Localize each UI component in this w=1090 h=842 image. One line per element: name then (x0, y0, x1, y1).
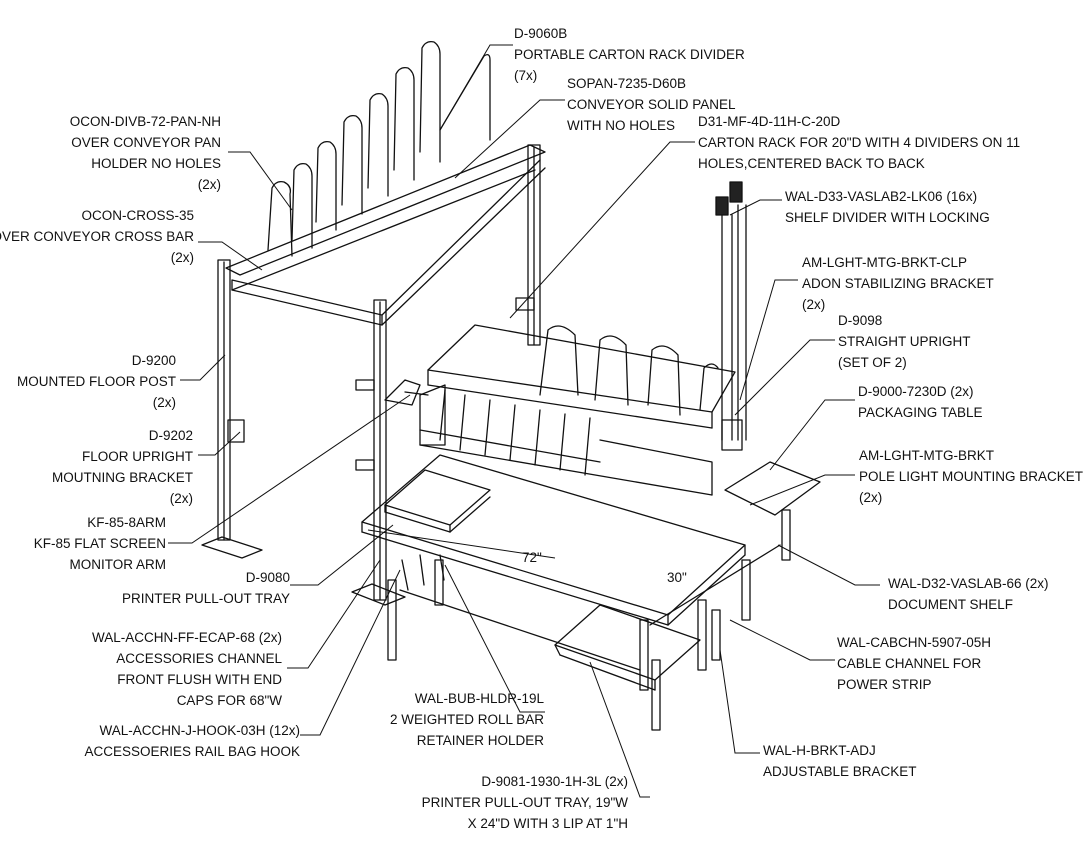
part-description: 2 WEIGHTED ROLL BAR (389, 712, 544, 727)
part-number: KF-85-8ARM (87, 515, 166, 530)
part-description: PRINTER PULL-OUT TRAY, 19"W (421, 795, 628, 810)
part-description: CONVEYOR SOLID PANEL (567, 97, 736, 112)
callout-bag-hook: WAL-ACCHN-J-HOOK-03H (12x) ACCESSOERIES … (84, 720, 300, 762)
part-description: WITH NO HOLES (567, 118, 676, 133)
over-conveyor-frame (201, 144, 546, 606)
callout-stabilizing-bracket: AM-LGHT-MTG-BRKT-CLP ADON STABILIZING BR… (802, 252, 994, 315)
carton-rack-dividers (267, 40, 491, 257)
table-width-dimension: 72" (522, 550, 542, 565)
part-description: SHELF DIVIDER WITH LOCKING (785, 210, 990, 225)
part-quantity: (2x) (802, 297, 826, 312)
part-number: D-9081-1930-1H-3L (2x) (481, 774, 628, 789)
part-description: CAPS FOR 68"W (176, 693, 282, 708)
leader-lines (168, 44, 880, 798)
callout-over-conveyor-pan-holder: OCON-DIVB-72-PAN-NH OVER CONVEYOR PAN HO… (70, 111, 221, 195)
callout-document-shelf: WAL-D32-VASLAB-66 (2x) DOCUMENT SHELF (888, 573, 1049, 615)
part-description: HOLES,CENTERED BACK TO BACK (698, 156, 925, 171)
part-quantity: (2x) (859, 490, 883, 505)
part-number: SOPAN-7235-D60B (567, 76, 687, 91)
part-number: D-9080 (245, 570, 290, 585)
callout-shelf-divider: WAL-D33-VASLAB2-LK06 (16x) SHELF DIVIDER… (785, 186, 990, 228)
part-number: D-9098 (838, 313, 883, 328)
part-number: WAL-D32-VASLAB-66 (2x) (888, 576, 1049, 591)
callout-printer-tray-19w: D-9081-1930-1H-3L (2x) PRINTER PULL-OUT … (422, 771, 628, 834)
part-description: CABLE CHANNEL FOR (837, 656, 982, 671)
callout-over-conveyor-cross-bar: OCON-CROSS-35 OVER CONVEYOR CROSS BAR (2… (0, 205, 194, 268)
part-quantity: (2x) (152, 395, 176, 410)
part-number: WAL-D33-VASLAB2-LK06 (16x) (785, 189, 978, 204)
part-number: OCON-DIVB-72-PAN-NH (69, 114, 221, 129)
part-description: X 24"D WITH 3 LIP AT 1"H (467, 816, 628, 831)
part-description: OVER CONVEYOR CROSS BAR (0, 229, 194, 244)
part-quantity: (2x) (170, 250, 194, 265)
part-description: PACKAGING TABLE (858, 405, 983, 420)
part-description: CARTON RACK FOR 20"D WITH 4 DIVIDERS ON … (698, 135, 1021, 150)
part-quantity: (2x) (169, 491, 193, 506)
part-description: DOCUMENT SHELF (888, 597, 1014, 612)
part-description: ACCESSORIES CHANNEL (116, 651, 282, 666)
callout-carton-rack: D31-MF-4D-11H-C-20D CARTON RACK FOR 20"D… (698, 111, 1020, 174)
part-description: KF-85 FLAT SCREEN (33, 536, 166, 551)
callout-mounted-floor-post: D-9200 MOUNTED FLOOR POST (2x) (17, 350, 176, 413)
part-description: ADON STABILIZING BRACKET (802, 276, 994, 291)
part-number: WAL-BUB-HLDR-19L (414, 691, 544, 706)
part-number: D-9000-7230D (2x) (858, 384, 974, 399)
part-description: FRONT FLUSH WITH END (117, 672, 282, 687)
part-description: OVER CONVEYOR PAN (71, 135, 221, 150)
callout-monitor-arm: KF-85-8ARM KF-85 FLAT SCREEN MONITOR ARM (34, 512, 166, 575)
part-description: POWER STRIP (837, 677, 932, 692)
callout-pole-light-bracket: AM-LGHT-MTG-BRKT POLE LIGHT MOUNTING BRA… (859, 445, 1083, 508)
part-number: WAL-CABCHN-5907-05H (837, 635, 992, 650)
monitor-arm (384, 379, 429, 406)
shelf-unit (419, 181, 747, 496)
part-number: AM-LGHT-MTG-BRKT (859, 448, 994, 463)
part-description: STRAIGHT UPRIGHT (838, 334, 971, 349)
callout-straight-upright: D-9098 STRAIGHT UPRIGHT (SET OF 2) (838, 310, 971, 373)
part-description: POLE LIGHT MOUNTING BRACKET (859, 469, 1084, 484)
part-description: MOUNTED FLOOR POST (16, 374, 176, 389)
packaging-table (361, 454, 821, 731)
part-number: OCON-CROSS-35 (81, 208, 194, 223)
part-number: D-9060B (514, 26, 568, 41)
part-description: FLOOR UPRIGHT (81, 449, 193, 464)
table-depth-dimension: 30" (667, 570, 687, 585)
part-number: WAL-ACCHN-J-HOOK-03H (12x) (99, 723, 300, 738)
callout-conveyor-solid-panel: SOPAN-7235-D60B CONVEYOR SOLID PANEL WIT… (567, 73, 736, 136)
part-number: WAL-ACCHN-FF-ECAP-68 (2x) (91, 630, 282, 645)
callout-accessories-channel: WAL-ACCHN-FF-ECAP-68 (2x) ACCESSORIES CH… (92, 627, 282, 711)
part-description: MOUTNING BRACKET (51, 470, 193, 485)
part-description: ACCESSOERIES RAIL BAG HOOK (84, 744, 300, 759)
part-description: ADJUSTABLE BRACKET (763, 764, 917, 779)
callout-floor-upright-bracket: D-9202 FLOOR UPRIGHT MOUTNING BRACKET (2… (52, 425, 193, 509)
part-number: WAL-H-BRKT-ADJ (763, 743, 876, 758)
part-description: RETAINER HOLDER (416, 733, 544, 748)
part-description: MONITOR ARM (69, 557, 166, 572)
callout-cable-channel: WAL-CABCHN-5907-05H CABLE CHANNEL FOR PO… (837, 632, 991, 695)
part-number: D-9202 (148, 428, 193, 443)
callout-adjustable-bracket: WAL-H-BRKT-ADJ ADJUSTABLE BRACKET (763, 740, 917, 782)
part-quantity: (SET OF 2) (838, 355, 907, 370)
part-description: PRINTER PULL-OUT TRAY (121, 591, 290, 606)
part-quantity: (7x) (514, 68, 538, 83)
callout-roll-bar-retainer: WAL-BUB-HLDR-19L 2 WEIGHTED ROLL BAR RET… (390, 688, 544, 751)
callout-printer-pull-out-tray: D-9080 PRINTER PULL-OUT TRAY (122, 567, 290, 609)
callout-packaging-table: D-9000-7230D (2x) PACKAGING TABLE (858, 381, 983, 423)
part-description: HOLDER NO HOLES (91, 156, 221, 171)
part-number: D31-MF-4D-11H-C-20D (698, 114, 841, 129)
part-number: D-9200 (131, 353, 176, 368)
part-description: PORTABLE CARTON RACK DIVIDER (514, 47, 745, 62)
part-quantity: (2x) (197, 177, 221, 192)
callout-portable-carton-rack-divider: D-9060B PORTABLE CARTON RACK DIVIDER (7x… (514, 23, 745, 86)
part-number: AM-LGHT-MTG-BRKT-CLP (802, 255, 968, 270)
